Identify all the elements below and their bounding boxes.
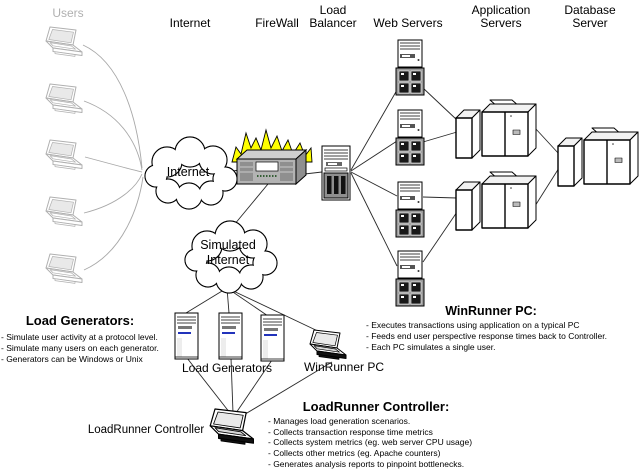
user-laptop-icon (45, 196, 83, 227)
load-generators-group (174, 312, 285, 362)
application-servers-header: Application Servers (471, 3, 531, 30)
application-server-icon (455, 99, 537, 159)
loadrunner-controller-heading: LoadRunner Controller: (302, 399, 450, 414)
bullet-item: - Executes transactions using applicatio… (366, 320, 580, 330)
bullet-item: - Each PC simulates a single user. (366, 342, 496, 352)
internet-header: Internet (169, 16, 211, 30)
loadrunner-controller-label: LoadRunner Controller (87, 424, 205, 436)
web-server-icon (395, 39, 425, 96)
load-generators-bullets: - Simulate user activity at a protocol l… (1, 332, 159, 365)
winrunner-pc-heading: WinRunner PC: (445, 304, 537, 318)
winrunner-pc-icon (309, 329, 347, 360)
web-servers-header: Web Servers (373, 16, 443, 30)
bullet-item: - Simulate user activity at a protocol l… (1, 332, 158, 342)
firewall-header: FireWall (255, 16, 299, 30)
user-connection-lines (82, 44, 144, 271)
bullet-item: - Collects system metrics (eg. web serve… (268, 437, 473, 448)
loadrunner-controller-bullets: - Manages load generation scenarios. - C… (268, 416, 472, 469)
web-servers-group (395, 39, 425, 307)
web-server-icon (395, 250, 425, 307)
users-group (45, 26, 83, 284)
database-server-icon (557, 127, 639, 187)
load-generator-icon (174, 312, 199, 360)
load-balancer-header: Load Balancer (309, 3, 357, 30)
bullet-item: - Collects transaction response time met… (268, 426, 433, 437)
bullet-item: - Collects other metrics (eg. Apache cou… (268, 448, 441, 459)
internet-cloud-label: Internet (166, 165, 210, 179)
user-laptop-icon (45, 26, 83, 57)
load-balancer-icon (321, 145, 351, 201)
load-generator-icon (260, 314, 285, 362)
loadrunner-controller-icon (209, 408, 255, 445)
application-server-icon (455, 171, 537, 231)
winrunner-pc-bullets: - Executes transactions using applicatio… (366, 320, 607, 353)
web-server-icon (395, 181, 425, 238)
simulated-internet-cloud-label: Simulated Internet (200, 238, 256, 267)
bullet-item: - Feeds end user perspective response ti… (366, 331, 607, 341)
user-laptop-icon (45, 83, 83, 114)
users-header: Users (52, 6, 84, 20)
bullet-item: - Generators can be Windows or Unix (1, 354, 143, 364)
bullet-item: - Generates analysis reports to pinpoint… (268, 458, 465, 469)
load-generators-label: Load Generators (181, 361, 273, 375)
database-server-header: Database Server (564, 3, 616, 30)
firewall-icon (231, 128, 313, 186)
load-generators-heading: Load Generators: (25, 313, 135, 328)
winrunner-pc-label: WinRunner PC (303, 360, 385, 374)
backbone-connection-lines (185, 87, 560, 417)
user-laptop-icon (45, 253, 83, 284)
bullet-item: - Simulate many users on each generator. (1, 343, 159, 353)
bullet-item: - Manages load generation scenarios. (268, 416, 411, 426)
load-generator-icon (218, 312, 243, 360)
user-laptop-icon (45, 139, 83, 170)
web-server-icon (395, 109, 425, 166)
